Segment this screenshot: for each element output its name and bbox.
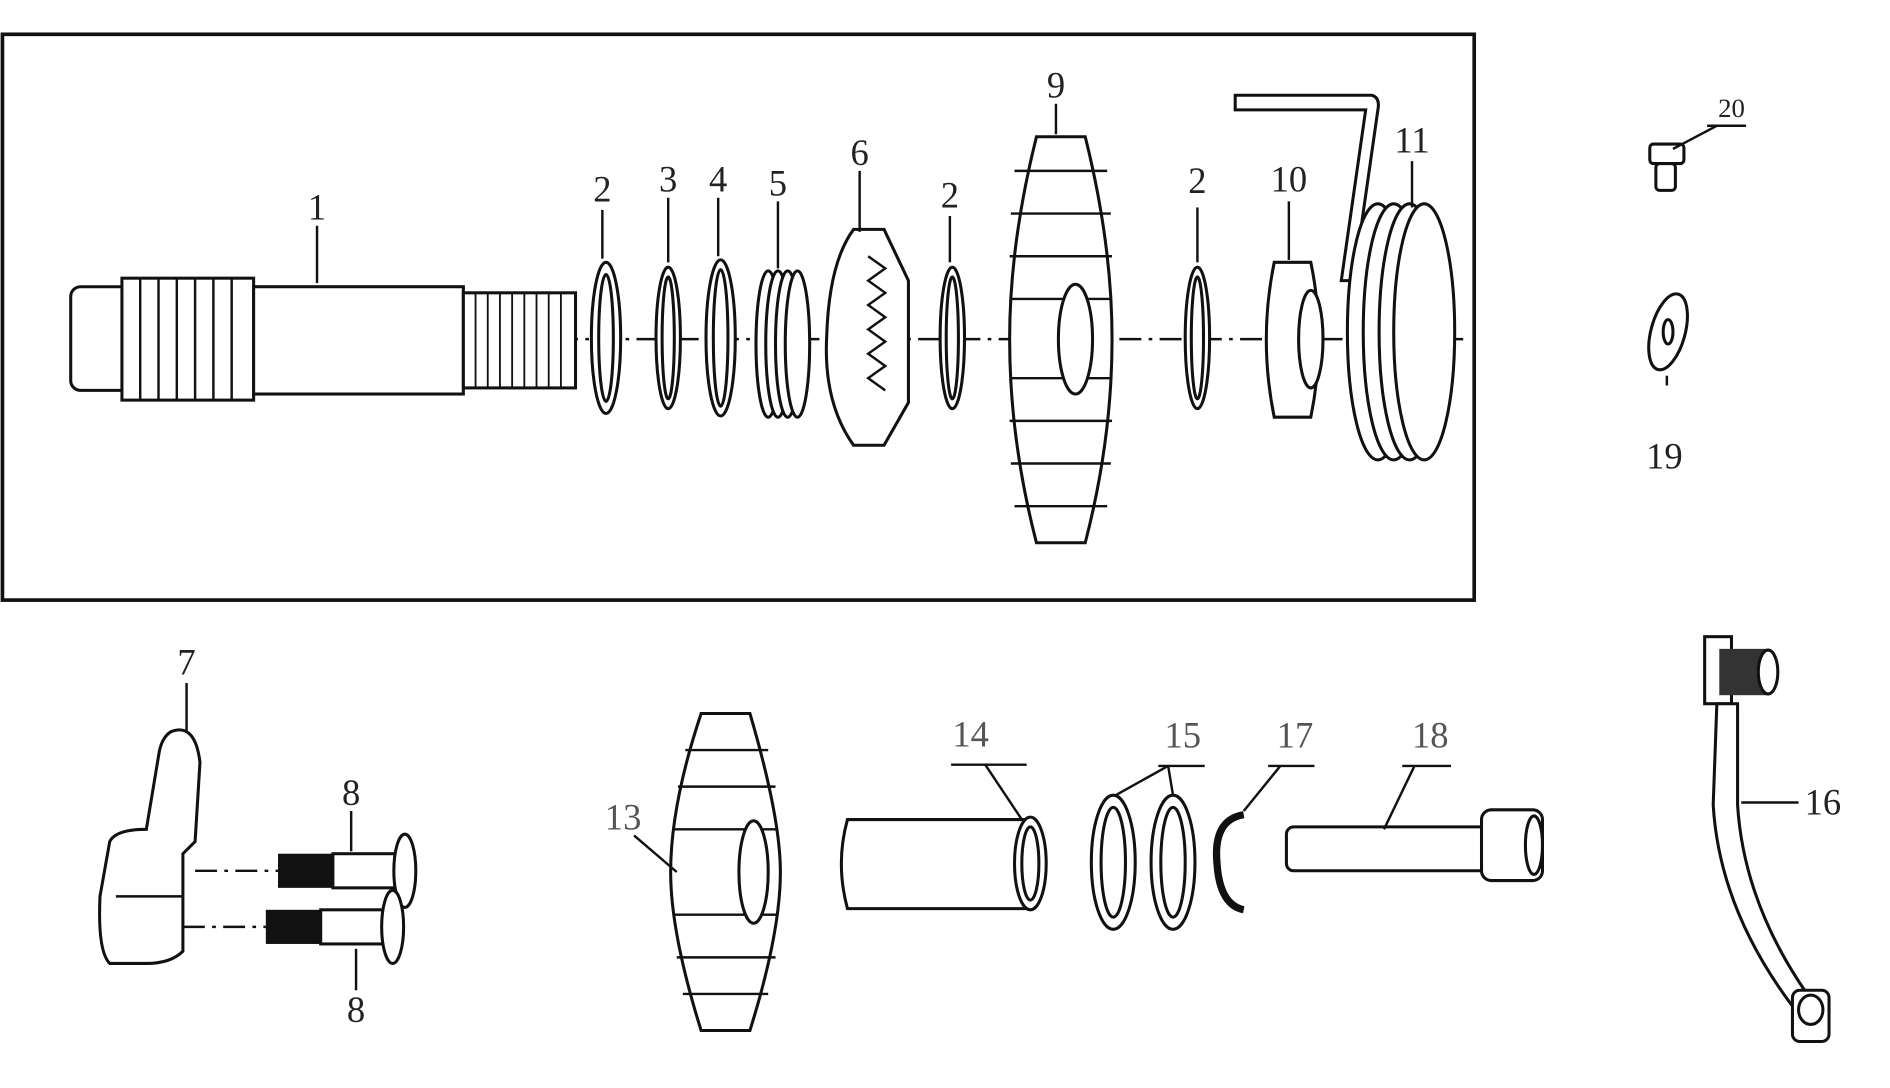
callout-16: 16 — [1805, 782, 1842, 823]
part-18-shaft-pin[interactable] — [1284, 808, 1545, 883]
part-2-washer-b[interactable] — [938, 265, 967, 411]
part-6-ratchet[interactable] — [824, 227, 910, 447]
part-2-washer[interactable] — [589, 260, 623, 416]
callout-3: 3 — [659, 159, 677, 200]
part-17-circlip[interactable] — [1212, 811, 1245, 914]
callout-18: 18 — [1412, 715, 1449, 756]
callout-8-upper: 8 — [342, 772, 360, 813]
part-16-kickstart-lever[interactable] — [1703, 635, 1831, 1044]
callout-11: 11 — [1394, 120, 1429, 161]
callout-14: 14 — [952, 713, 989, 754]
part-11-kick-spring[interactable] — [1233, 93, 1457, 462]
callout-5: 5 — [769, 162, 787, 203]
callout-2c: 2 — [1188, 160, 1206, 201]
part-7-pawl-plate[interactable] — [98, 728, 202, 965]
part-13-gear[interactable] — [669, 711, 782, 1033]
part-8-screw-upper[interactable] — [195, 832, 418, 909]
callout-2b: 2 — [941, 174, 959, 215]
callout-17: 17 — [1277, 715, 1314, 756]
callout-13: 13 — [605, 796, 642, 837]
callout-8-lower: 8 — [347, 989, 365, 1030]
callout-19: 19 — [1646, 435, 1683, 476]
part-10-bushing[interactable] — [1264, 260, 1325, 419]
part-14-sleeve[interactable] — [839, 815, 1048, 912]
part-8-screw-lower[interactable] — [182, 888, 406, 965]
part-2-washer-c[interactable] — [1183, 265, 1212, 411]
part-4-washer[interactable] — [704, 258, 737, 418]
part-19-washer[interactable] — [1641, 290, 1694, 374]
callout-6: 6 — [850, 132, 868, 173]
callout-9: 9 — [1047, 65, 1065, 106]
assembly-frame — [0, 32, 1477, 602]
callout-15: 15 — [1164, 715, 1201, 756]
part-1-shaft[interactable] — [69, 276, 578, 402]
callout-7: 7 — [177, 641, 195, 682]
callout-2: 2 — [593, 168, 611, 209]
callout-4: 4 — [709, 159, 727, 200]
callout-1: 1 — [308, 187, 326, 228]
callout-20: 20 — [1718, 93, 1745, 123]
callout-10: 10 — [1271, 159, 1308, 200]
part-3-circlip[interactable] — [654, 265, 682, 411]
part-15-washers[interactable] — [1089, 793, 1197, 931]
part-5-spring[interactable] — [754, 269, 812, 419]
part-20-bolt[interactable] — [1648, 142, 1686, 192]
part-9-gear[interactable] — [1008, 135, 1114, 545]
